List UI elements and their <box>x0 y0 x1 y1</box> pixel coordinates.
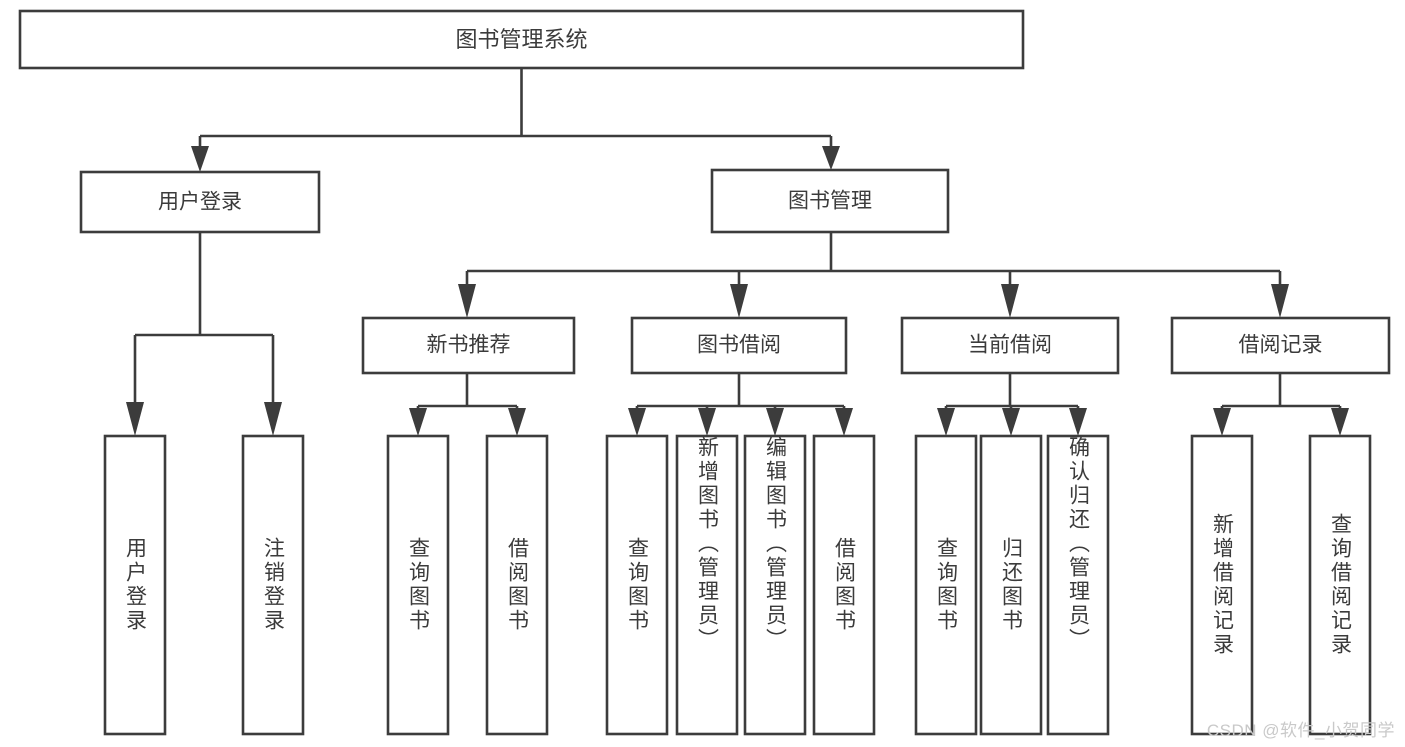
node-book-borrow-label: 图书借阅 <box>697 334 781 357</box>
connector-group-new-book-rec <box>409 373 526 436</box>
node-current-borrow[interactable]: 当前借阅 <box>900 316 1120 375</box>
leaf-box-cb-confirm-return[interactable] <box>1046 434 1110 736</box>
arrow-head-cb-confirm-return <box>1069 408 1087 436</box>
leaf-box-nbr-borrow-book[interactable] <box>485 434 549 736</box>
node-new-book-recommend-box[interactable] <box>361 316 576 375</box>
node-book-management-label: 图书管理 <box>788 190 872 213</box>
leaf-box-bb-query-book[interactable] <box>605 434 669 736</box>
arrow-head-user-login <box>191 146 209 172</box>
connector-group-current-borrow <box>937 373 1087 436</box>
leaf-box-bb-edit-book[interactable] <box>743 434 807 736</box>
leaf-box-nbr-query-book[interactable] <box>386 434 450 736</box>
arrow-head-new-book-rec <box>458 284 476 318</box>
arrow-head-bb-query-book <box>628 408 646 436</box>
node-new-book-recommend[interactable]: 新书推荐 <box>361 316 576 375</box>
node-book-borrow-box[interactable] <box>630 316 848 375</box>
leaf-node-boxes <box>103 434 1372 736</box>
arrow-head-nbr-query-book <box>409 408 427 436</box>
leaf-box-cb-return-book[interactable] <box>979 434 1043 736</box>
node-current-borrow-label: 当前借阅 <box>968 334 1052 357</box>
arrow-head-current-borrow <box>1001 284 1019 318</box>
leaf-box-bb-borrow-book[interactable] <box>812 434 876 736</box>
arrow-head-bb-add-book <box>698 408 716 436</box>
node-user-login-box[interactable] <box>79 170 321 234</box>
arrow-head-leaf-user-login <box>126 402 144 436</box>
node-user-login[interactable]: 用户登录 <box>79 170 321 234</box>
node-current-borrow-box[interactable] <box>900 316 1120 375</box>
arrow-head-book-borrow <box>730 284 748 318</box>
leaf-box-logout[interactable] <box>241 434 305 736</box>
arrow-head-br-add-record <box>1213 408 1231 436</box>
node-borrow-record-label: 借阅记录 <box>1239 334 1323 357</box>
connector-group-root <box>191 68 840 172</box>
node-root-box[interactable] <box>18 9 1025 70</box>
leaf-box-user-login[interactable] <box>103 434 167 736</box>
node-book-management[interactable]: 图书管理 <box>710 168 950 234</box>
connector-group-user-login <box>126 232 282 436</box>
connector-group-borrow-record <box>1213 373 1349 436</box>
node-root-label: 图书管理系统 <box>455 27 587 52</box>
arrow-head-leaf-logout <box>264 402 282 436</box>
arrow-head-nbr-borrow-book <box>508 408 526 436</box>
arrow-head-cb-return-book <box>1002 408 1020 436</box>
watermark-label: CSDN @软件_小贺同学 <box>1206 721 1395 740</box>
node-new-book-recommend-label: 新书推荐 <box>427 334 511 357</box>
arrow-head-book-mgmt <box>822 146 840 170</box>
arrow-head-bb-borrow-book <box>835 408 853 436</box>
connector-group-book-borrow <box>628 373 853 436</box>
arrow-head-borrow-record <box>1271 284 1289 318</box>
leaf-box-br-add-record[interactable] <box>1190 434 1254 736</box>
node-book-borrow[interactable]: 图书借阅 <box>630 316 848 375</box>
leaf-box-br-query-record[interactable] <box>1308 434 1372 736</box>
node-borrow-record-box[interactable] <box>1170 316 1391 375</box>
node-user-login-label: 用户登录 <box>158 191 242 214</box>
connector-group-book-mgmt <box>458 232 1289 318</box>
arrow-head-bb-edit-book <box>766 408 784 436</box>
leaf-box-bb-add-book[interactable] <box>675 434 739 736</box>
node-borrow-record[interactable]: 借阅记录 <box>1170 316 1391 375</box>
leaf-box-cb-query-book[interactable] <box>914 434 978 736</box>
arrow-head-cb-query-book <box>937 408 955 436</box>
arrow-head-br-query-record <box>1331 408 1349 436</box>
node-root[interactable]: 图书管理系统 <box>18 9 1025 70</box>
node-book-management-box[interactable] <box>710 168 950 234</box>
